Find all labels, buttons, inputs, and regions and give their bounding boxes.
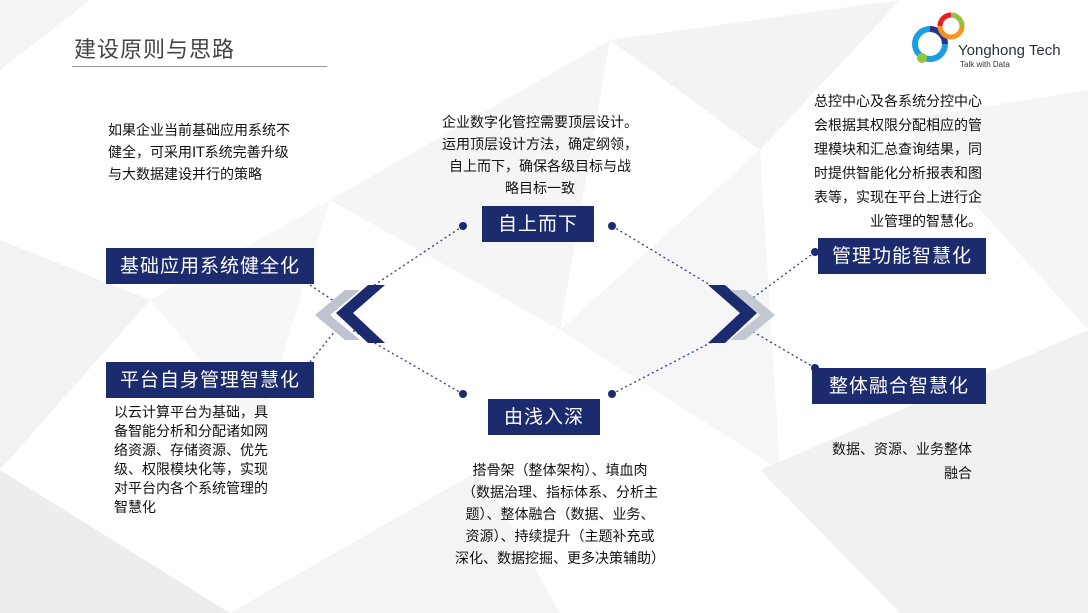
desc-line: 资源）、持续提升（主题补充或 [465, 529, 655, 545]
desc-line: 以云计算平台为基础，具 [114, 405, 268, 421]
desc-line: 运用顶层设计方法，确定纲领， [442, 137, 638, 153]
desc-line: 数据、资源、业务整体 [832, 442, 972, 458]
desc-right-bottom: 数据、资源、业务整体 融合 [800, 438, 972, 486]
node-label-right-top: 管理功能智慧化 [818, 238, 986, 274]
desc-line: 理模块和汇总查询结果，同 [814, 142, 982, 158]
desc-line: 级、权限模块化等，实现 [114, 462, 268, 478]
connector-top-right [611, 225, 736, 301]
node-label-right-bottom: 整体融合智慧化 [812, 368, 986, 404]
desc-top: 企业数字化管控需要顶层设计。 运用顶层设计方法，确定纲领， 自上而下，确保各级目… [424, 112, 656, 200]
desc-line: 智慧化 [114, 500, 156, 516]
desc-line: 融合 [944, 466, 972, 482]
desc-line: 会根据其权限分配相应的管 [814, 118, 982, 134]
node-label-bottom: 由浅入深 [488, 399, 600, 435]
connector-right-bottom-label [749, 329, 816, 369]
desc-line: 业管理的智慧化。 [870, 214, 982, 230]
desc-line: 对平台内各个系统管理的 [114, 481, 268, 497]
desc-line: 如果企业当前基础应用系统不 [108, 123, 290, 139]
desc-line: 自上而下，确保各级目标与战 [449, 159, 631, 175]
desc-line: 表等，实现在平台上进行企 [814, 190, 982, 206]
node-dot-bottom [459, 390, 467, 398]
desc-line: 略目标一致 [505, 181, 575, 197]
logo-tagline: Talk with Data [960, 60, 1010, 69]
node-dot-bottom-right [608, 390, 616, 398]
right-chevron-icon [708, 285, 775, 343]
desc-line: 搭骨架（整体架构）、填血肉 [472, 463, 648, 479]
desc-left-bottom: 以云计算平台为基础，具 备智能分析和分配诸如网 络资源、存储资源、优先 级、权限… [114, 404, 314, 518]
desc-line: （数据治理、指标体系、分析主 [462, 485, 658, 501]
desc-line: 备智能分析和分配诸如网 [114, 424, 268, 440]
node-dot-top [459, 222, 467, 230]
desc-line: 总控中心及各系统分控中心 [814, 94, 982, 110]
left-chevron-icon [315, 285, 385, 343]
node-label-left-bottom: 平台自身管理智慧化 [106, 362, 314, 398]
yonghong-logo-icon [912, 12, 965, 63]
desc-right-top: 总控中心及各系统分控中心 会根据其权限分配相应的管 理模块和汇总查询结果，同 时… [770, 90, 982, 234]
node-label-left-top: 基础应用系统健全化 [106, 248, 314, 284]
desc-left-top: 如果企业当前基础应用系统不 健全，可采用IT系统完善升级 与大数据建设并行的策略 [108, 120, 338, 186]
node-dot-top-right [608, 222, 616, 230]
desc-line: 题）、整体融合（数据、业务、 [465, 507, 655, 523]
desc-line: 时提供智能化分析报表和图 [814, 166, 982, 182]
desc-line: 健全，可采用IT系统完善升级 [108, 145, 289, 161]
node-dot-right-top [811, 248, 819, 256]
desc-line: 深化、数据挖掘、更多决策辅助） [455, 551, 665, 567]
connector-right-top-label [749, 251, 816, 301]
desc-line: 络资源、存储资源、优先 [114, 443, 268, 459]
node-label-top: 自上而下 [482, 206, 594, 242]
page-title: 建设原则与思路 [74, 38, 236, 63]
desc-line: 与大数据建设并行的策略 [108, 167, 262, 183]
logo-name: Yonghong Tech [958, 42, 1061, 59]
desc-bottom: 搭骨架（整体架构）、填血肉 （数据治理、指标体系、分析主 题）、整体融合（数据、… [432, 460, 688, 570]
desc-line: 企业数字化管控需要顶层设计。 [442, 115, 638, 131]
title-underline [72, 66, 327, 67]
